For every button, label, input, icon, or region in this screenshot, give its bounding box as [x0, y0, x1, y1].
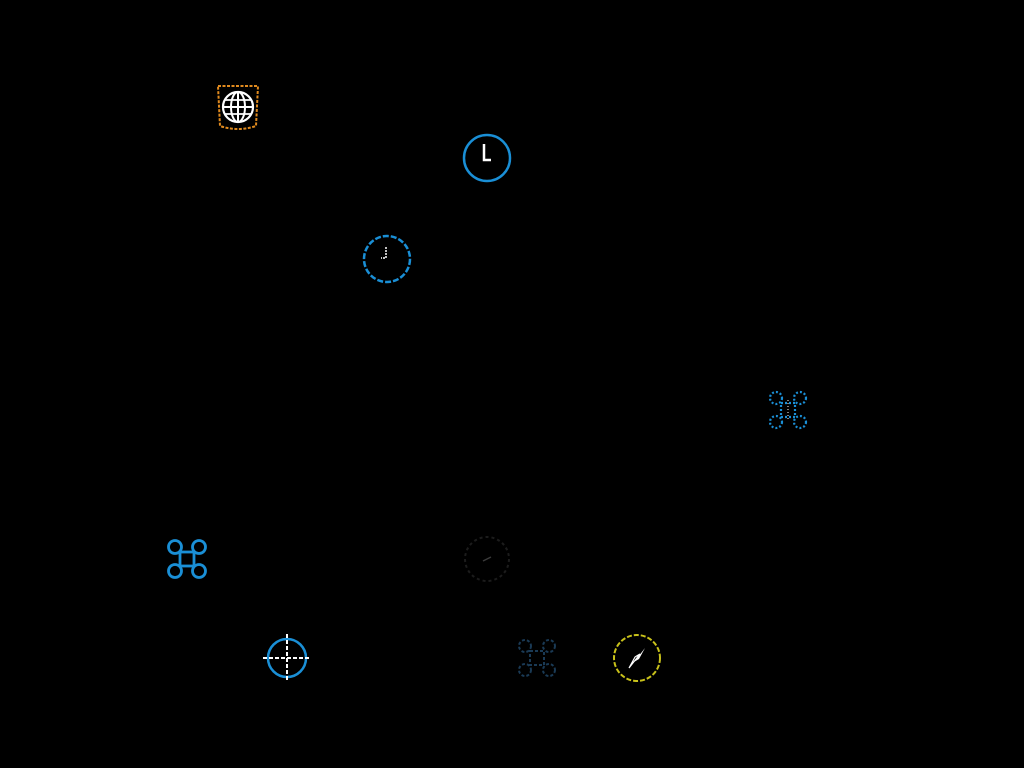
clock-icon[interactable]	[461, 533, 513, 585]
crosshair-icon[interactable]	[261, 632, 313, 684]
globe-icon[interactable]	[212, 82, 264, 134]
command-key-icon[interactable]	[511, 632, 563, 684]
clock-icon[interactable]	[361, 233, 413, 285]
clock-icon[interactable]	[461, 132, 513, 184]
compass-icon[interactable]	[611, 632, 663, 684]
command-key-icon[interactable]	[762, 384, 814, 436]
command-key-icon[interactable]	[161, 533, 213, 585]
